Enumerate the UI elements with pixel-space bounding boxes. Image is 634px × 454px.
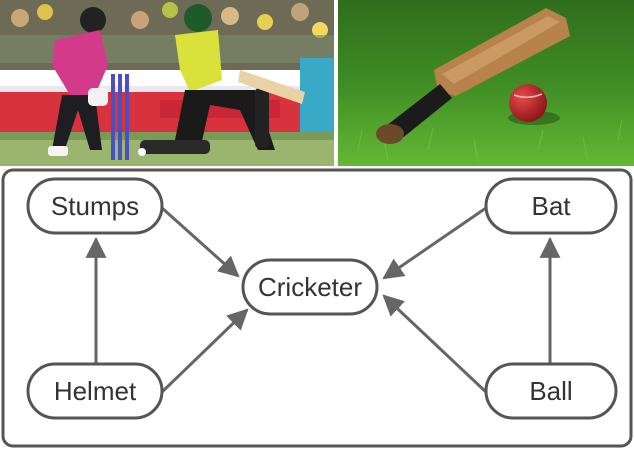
edge-stumps-to-cricketer [160, 206, 240, 278]
dependency-diagram: Stumps Bat Cricketer Helmet Ball [0, 166, 634, 449]
node-cricketer-label: Cricketer [258, 272, 362, 302]
node-helmet-label: Helmet [54, 376, 137, 406]
node-ball: Ball [484, 362, 618, 420]
edge-ball-to-cricketer [382, 294, 488, 394]
node-bat: Bat [484, 177, 618, 235]
node-helmet: Helmet [26, 362, 164, 420]
edge-helmet-to-cricketer [160, 308, 249, 394]
bat-and-ball-photo [338, 0, 634, 166]
node-stumps: Stumps [26, 177, 164, 235]
node-ball-label: Ball [529, 376, 572, 406]
cricket-match-photo [0, 0, 334, 166]
edge-bat-to-cricketer [382, 206, 487, 280]
node-bat-label: Bat [531, 191, 571, 221]
diagram-canvas: Stumps Bat Cricketer Helmet Ball [1, 168, 633, 448]
node-stumps-label: Stumps [51, 191, 139, 221]
cricket-match-image [0, 0, 334, 166]
node-cricketer: Cricketer [241, 258, 379, 316]
bat-and-ball-image [338, 0, 634, 166]
